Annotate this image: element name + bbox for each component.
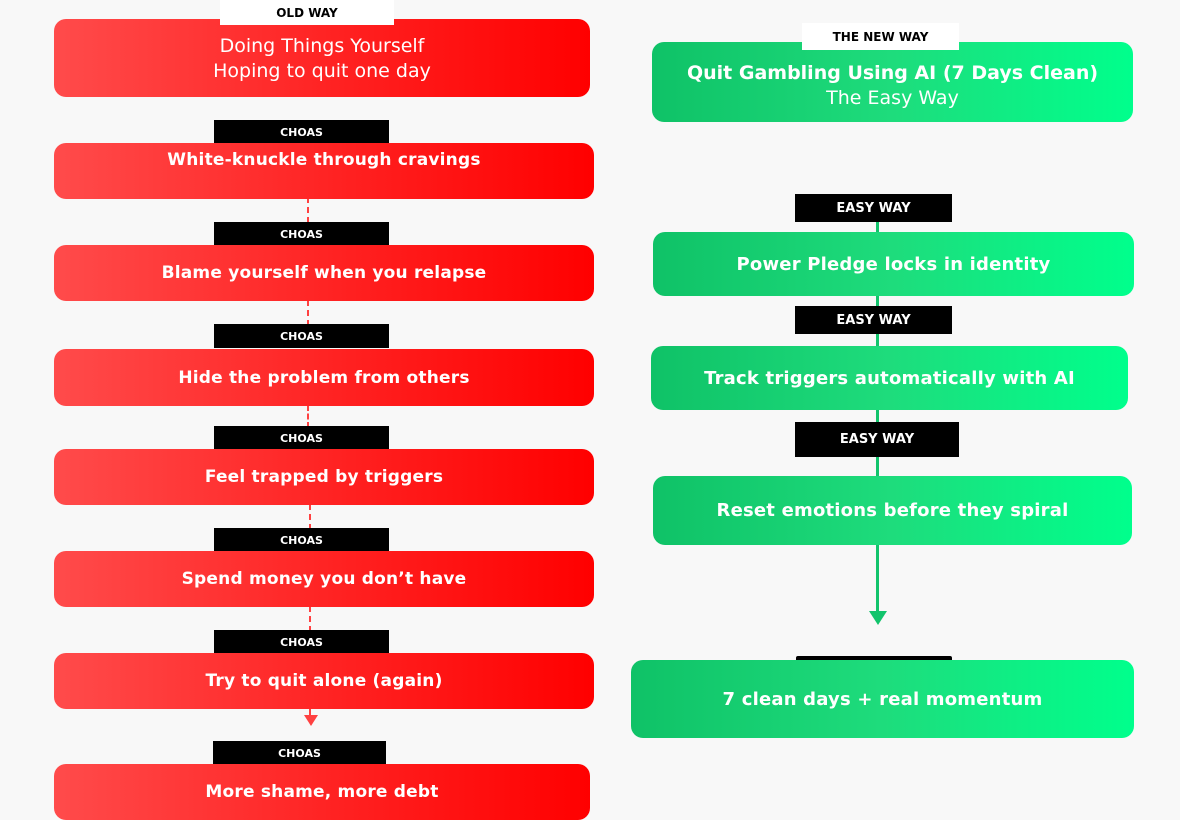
old-step-3-tag: CHOAS <box>214 324 389 348</box>
old-way-tag: OLD WAY <box>220 0 394 25</box>
old-step-2-text: Blame yourself when you relapse <box>161 263 487 283</box>
new-connector-1 <box>876 220 879 234</box>
old-step-4-tag: CHOAS <box>214 426 389 450</box>
old-step-5-tag: CHOAS <box>214 528 389 552</box>
new-step-2-tag: EASY WAY <box>795 306 952 334</box>
final-tag-strip <box>796 656 952 662</box>
old-way-header-box: Doing Things Yourself Hoping to quit one… <box>54 19 590 97</box>
new-step-3-box: Reset emotions before they spiral <box>653 476 1132 545</box>
old-step-1-tag: CHOAS <box>214 120 389 144</box>
old-connector-6 <box>309 708 311 716</box>
new-step-3-tag: EASY WAY <box>795 422 959 457</box>
old-connector-2 <box>307 300 309 326</box>
old-step-6-box: Try to quit alone (again) <box>54 653 594 709</box>
new-step-3-text: Reset emotions before they spiral <box>716 500 1069 521</box>
old-step-7-box: More shame, more debt <box>54 764 590 820</box>
old-connector-5 <box>309 606 311 632</box>
new-way-header-title: Quit Gambling Using AI (7 Days Clean) <box>686 61 1099 84</box>
old-step-7-text: More shame, more debt <box>205 782 439 802</box>
new-connector-4 <box>876 543 879 613</box>
new-step-1-box: Power Pledge locks in identity <box>653 232 1134 296</box>
old-step-5-box: Spend money you don’t have <box>54 551 594 607</box>
new-final-box: 7 clean days + real momentum <box>631 660 1134 738</box>
new-step-2-box: Track triggers automatically with AI <box>651 346 1128 410</box>
old-way-header-subtitle: Hoping to quit one day <box>213 59 431 82</box>
new-step-1-tag: EASY WAY <box>795 194 952 222</box>
old-step-5-text: Spend money you don’t have <box>181 569 467 589</box>
old-step-2-box: Blame yourself when you relapse <box>54 245 594 301</box>
old-step-1-box: White-knuckle through cravings <box>54 143 594 199</box>
new-final-text: 7 clean days + real momentum <box>722 688 1043 710</box>
old-step-1-text: White-knuckle through cravings <box>167 150 481 170</box>
old-connector-4 <box>309 504 311 530</box>
old-step-3-text: Hide the problem from others <box>178 367 470 388</box>
new-way-header-subtitle: The Easy Way <box>826 86 959 109</box>
new-step-2-text: Track triggers automatically with AI <box>704 367 1075 389</box>
old-connector-3 <box>307 405 309 428</box>
new-way-header-box: Quit Gambling Using AI (7 Days Clean) Th… <box>652 42 1133 122</box>
old-arrow-head-icon <box>304 715 318 726</box>
old-step-2-tag: CHOAS <box>214 222 389 246</box>
old-step-3-box: Hide the problem from others <box>54 349 594 406</box>
old-step-6-tag: CHOAS <box>214 630 389 654</box>
new-way-tag: THE NEW WAY <box>802 23 959 50</box>
old-step-7-tag: CHOAS <box>213 741 386 765</box>
old-way-header-title: Doing Things Yourself <box>219 34 425 57</box>
new-step-1-text: Power Pledge locks in identity <box>736 253 1051 275</box>
old-step-4-text: Feel trapped by triggers <box>204 467 444 487</box>
old-connector-1 <box>307 197 309 223</box>
old-step-6-text: Try to quit alone (again) <box>205 671 443 691</box>
old-step-4-box: Feel trapped by triggers <box>54 449 594 505</box>
new-arrow-head-icon <box>869 611 887 625</box>
